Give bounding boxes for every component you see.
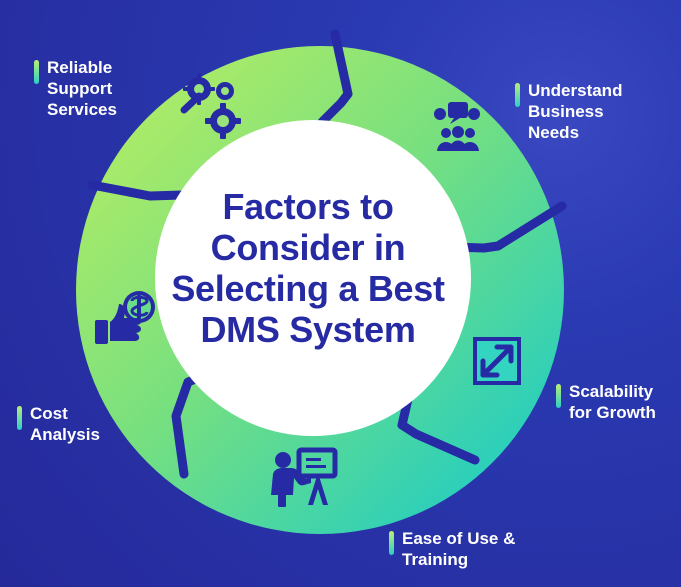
factor-label-understand-business-needs: Understand Business Needs	[514, 80, 623, 143]
segment-dividers	[87, 29, 567, 479]
presentation-icon	[271, 447, 338, 507]
factor-label-line: Business	[528, 102, 604, 121]
divider-left	[87, 180, 187, 201]
factor-label-line: Reliable	[47, 58, 113, 77]
factor-label-line: Training	[402, 550, 469, 569]
thumbs-up-dollar-icon	[95, 291, 155, 344]
factor-label-line: Analysis	[30, 425, 100, 444]
factor-label-line: Cost	[30, 404, 68, 423]
factor-label-line: Support	[47, 79, 113, 98]
factor-label-line: Scalability	[569, 382, 654, 401]
factor-label-line: Services	[47, 100, 117, 119]
title-line: Consider in	[210, 227, 406, 268]
expand-arrows-icon	[473, 337, 521, 385]
divider-top	[317, 29, 353, 127]
title-line: DMS System	[200, 309, 416, 350]
factor-label-ease-of-use-training: Ease of Use & Training	[388, 528, 516, 570]
factor-label-scalability-for-growth: Scalability for Growth	[556, 381, 656, 423]
title-line: Selecting a Best	[171, 268, 445, 309]
factor-label-reliable-support-services: Reliable Support Services	[34, 57, 117, 120]
title-line: Factors to	[222, 186, 394, 227]
factor-label-line: for Growth	[569, 403, 656, 422]
factor-label-line: Needs	[528, 123, 580, 142]
factor-label-cost-analysis: Cost Analysis	[17, 403, 100, 445]
gears-icon	[180, 73, 241, 139]
diagram-title: Factors to Consider in Selecting a Best …	[160, 186, 456, 350]
factor-label-line: Ease of Use &	[402, 529, 516, 548]
factor-label-line: Understand	[528, 81, 623, 100]
center-circle	[155, 120, 471, 436]
team-ideas-icon	[434, 102, 480, 151]
